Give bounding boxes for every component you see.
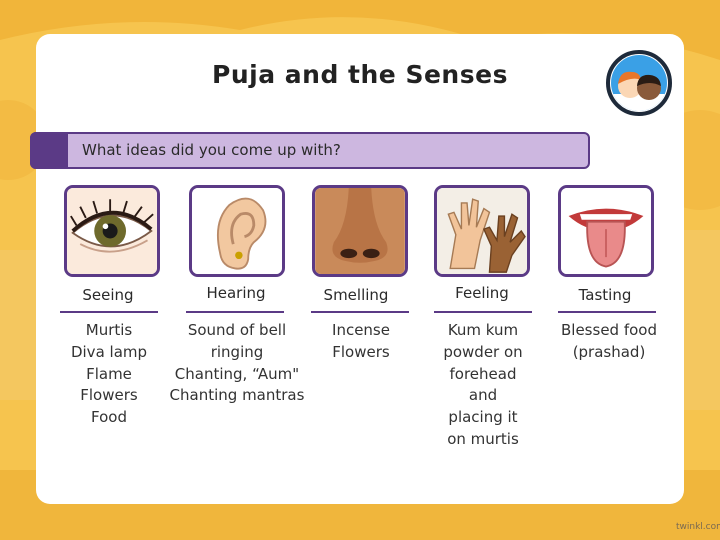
divider xyxy=(186,311,284,313)
idea-item: ringing xyxy=(210,342,264,361)
sense-label-tasting: Tasting xyxy=(578,286,632,304)
children-avatar-icon xyxy=(606,50,672,116)
nose-icon xyxy=(315,188,405,274)
sense-label-seeing: Seeing xyxy=(82,286,134,304)
ear-icon xyxy=(192,188,282,274)
idea-item: and xyxy=(468,386,498,405)
idea-item: Flowers xyxy=(80,386,138,405)
idea-item: Diva lamp xyxy=(70,342,148,361)
brand-logo: twinkl.com xyxy=(676,522,720,532)
idea-item: Flame xyxy=(86,364,132,383)
idea-item: (prashad) xyxy=(572,342,646,361)
ideas-list-hearing: Sound of bell ringing Chanting, “Aum" Ch… xyxy=(160,320,314,407)
idea-item: forehead xyxy=(449,364,517,383)
idea-item: powder on xyxy=(443,342,523,361)
ideas-list-tasting: Blessed food (prashad) xyxy=(548,320,670,364)
idea-item: Chanting, “Aum" xyxy=(174,364,300,383)
hands-image-card xyxy=(434,185,530,277)
question-bar-tab xyxy=(30,132,68,169)
hands-icon xyxy=(437,188,527,274)
idea-item: Food xyxy=(91,408,127,427)
idea-item: Flowers xyxy=(332,342,390,361)
idea-item: on murtis xyxy=(447,429,519,448)
sense-label-hearing: Hearing xyxy=(206,284,266,302)
eye-icon xyxy=(67,188,157,274)
idea-item: Chanting mantras xyxy=(169,386,305,405)
ideas-list-feeling: Kum kum powder on forehead and placing i… xyxy=(422,320,544,451)
page-title: Puja and the Senses xyxy=(212,60,508,89)
eye-image-card xyxy=(64,185,160,277)
divider xyxy=(60,311,158,313)
sense-label-smelling: Smelling xyxy=(323,286,389,304)
idea-item: Sound of bell xyxy=(187,321,287,339)
divider xyxy=(434,311,532,313)
ideas-list-smelling: Incense Flowers xyxy=(312,320,410,364)
idea-item: Murtis xyxy=(85,321,133,339)
idea-item: Kum kum xyxy=(447,321,519,339)
idea-item: placing it xyxy=(448,408,518,427)
sense-label-feeling: Feeling xyxy=(455,284,509,302)
divider xyxy=(558,311,656,313)
question-text: What ideas did you come up with? xyxy=(82,141,341,159)
question-bar xyxy=(30,132,590,169)
idea-item: Blessed food xyxy=(561,321,657,339)
nose-image-card xyxy=(312,185,408,277)
tongue-icon xyxy=(561,188,651,274)
tongue-image-card xyxy=(558,185,654,277)
ear-image-card xyxy=(189,185,285,277)
ideas-list-seeing: Murtis Diva lamp Flame Flowers Food xyxy=(48,320,170,429)
idea-item: Incense xyxy=(332,321,390,339)
divider xyxy=(311,311,409,313)
